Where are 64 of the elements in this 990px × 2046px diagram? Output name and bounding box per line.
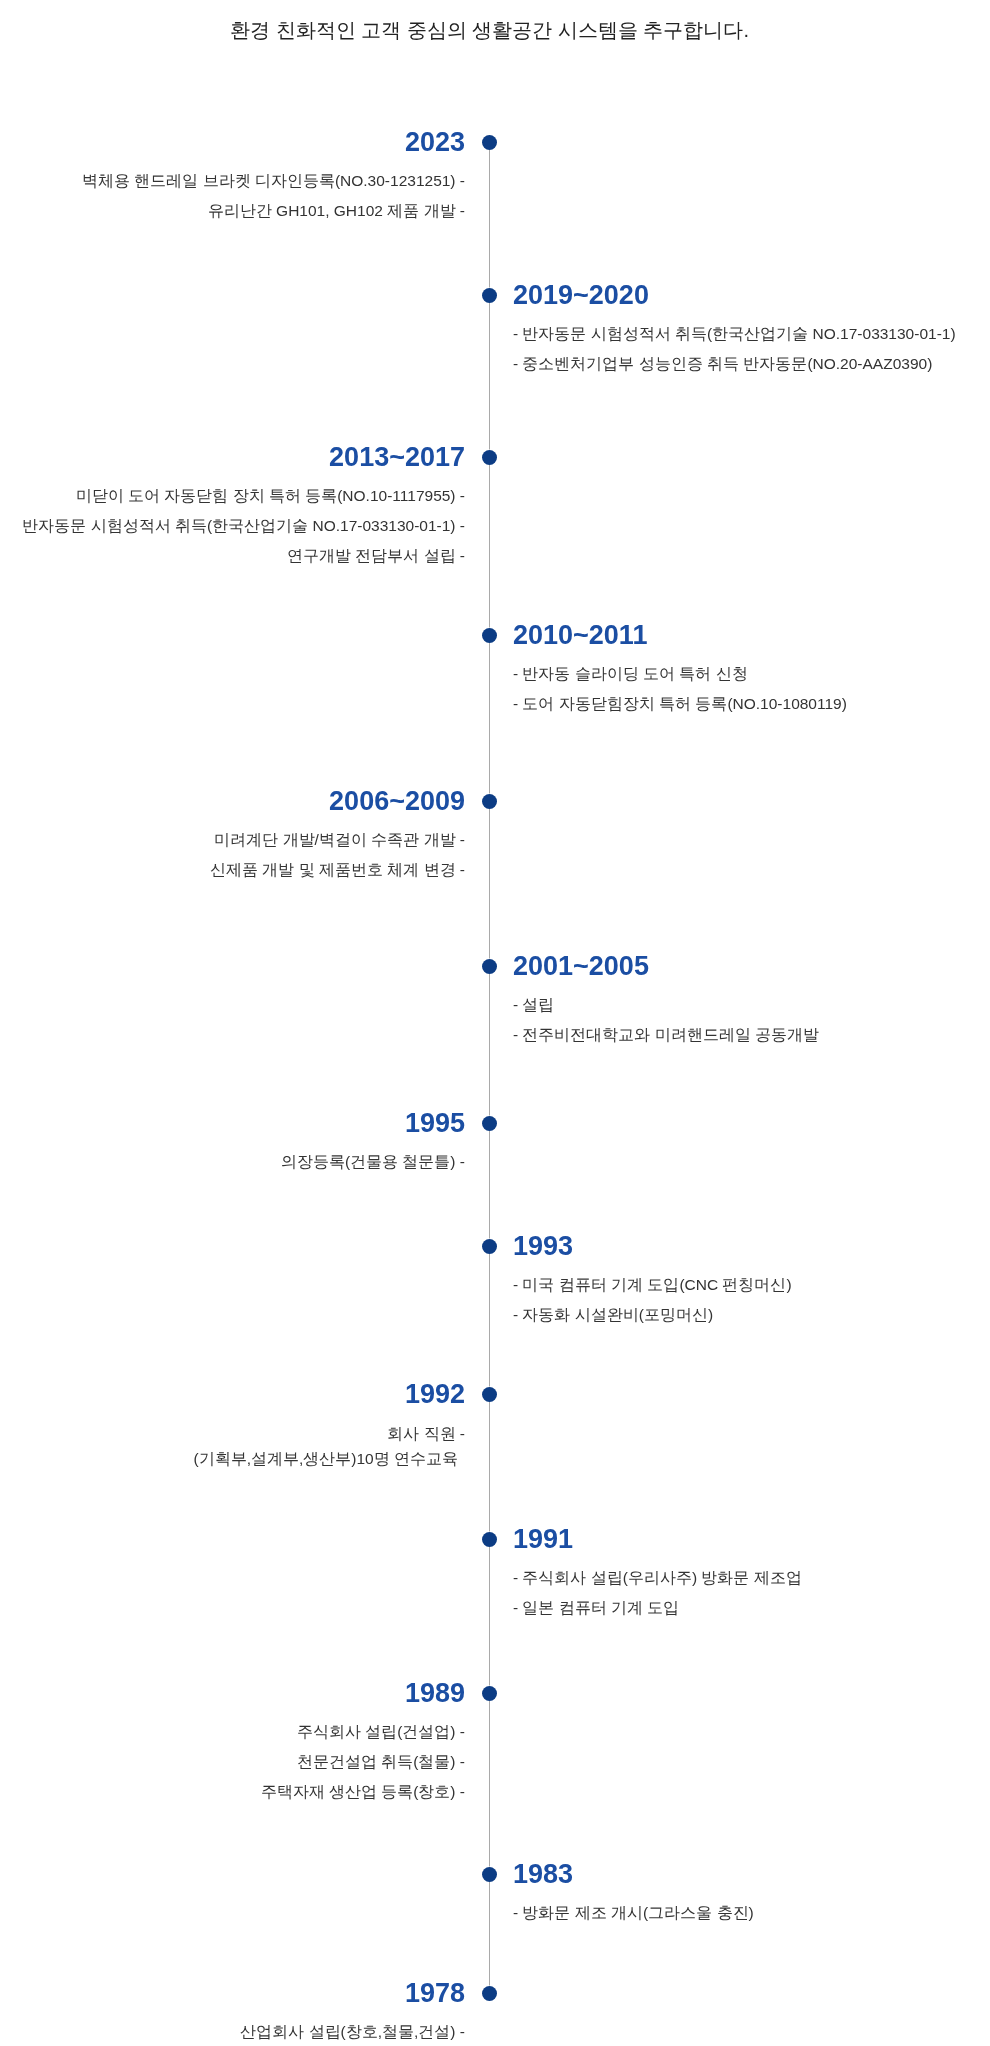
event-text: - 설립 xyxy=(513,995,555,1015)
year-label: 1978 xyxy=(404,1977,465,2009)
timeline-line xyxy=(489,808,490,959)
timeline-dot xyxy=(482,1531,497,1547)
event-text: - 주식회사 설립(우리사주) 방화문 제조업 xyxy=(513,1568,802,1588)
year-label: 1995 xyxy=(404,1107,465,1139)
timeline-dot xyxy=(482,449,497,465)
event-text: - 도어 자동닫힘장치 특허 등록(NO.10-1080119) xyxy=(513,694,847,714)
year-label: 1989 xyxy=(404,1677,465,1709)
timeline-line xyxy=(489,1130,490,1239)
event-text: - 반자동문 시험성적서 취득(한국산업기술 NO.17-033130-01-1) xyxy=(513,324,956,344)
event-text: - 중소벤처기업부 성능인증 취득 반자동문(NO.20-AAZ0390) xyxy=(513,354,933,374)
timeline-dot xyxy=(482,1866,497,1882)
event-text: - 방화문 제조 개시(그라스울 충진) xyxy=(513,1903,754,1923)
event-text: (기획부,설계부,생산부)10명 연수교육 xyxy=(193,1449,458,1469)
year-label: 2010~2011 xyxy=(513,619,648,651)
timeline-dot xyxy=(482,793,497,809)
event-text: 미닫이 도어 자동닫힘 장치 특허 등록(NO.10-1117955) - xyxy=(75,486,465,506)
timeline-dot xyxy=(482,287,497,303)
timeline-dot xyxy=(482,1985,497,2001)
timeline-line xyxy=(489,1401,490,1532)
year-label: 2023 xyxy=(404,126,465,158)
event-text: 연구개발 전담부서 설립 - xyxy=(286,546,465,566)
event-text: - 미국 컴퓨터 기계 도입(CNC 펀칭머신) xyxy=(513,1275,792,1295)
timeline-line xyxy=(489,1546,490,1686)
event-text: 의장등록(건물용 철문틀) - xyxy=(280,1152,465,1172)
year-label: 2001~2005 xyxy=(513,950,649,982)
event-text: 회사 직원 - xyxy=(387,1424,465,1444)
event-text: 신제품 개발 및 제품번호 체계 변경 - xyxy=(210,860,465,880)
timeline-dot xyxy=(482,958,497,974)
event-text: - 일본 컴퓨터 기계 도입 xyxy=(513,1598,680,1618)
event-text: 주택자재 생산업 등록(창호) - xyxy=(260,1782,465,1802)
year-label: 1992 xyxy=(404,1378,465,1410)
timeline-line xyxy=(489,149,490,288)
timeline-dot xyxy=(482,1115,497,1131)
timeline-line xyxy=(489,973,490,1116)
timeline-line xyxy=(489,1700,490,1867)
year-label: 1993 xyxy=(513,1230,574,1262)
title: 환경 친화적인 고객 중심의 생활공간 시스템을 추구합니다. xyxy=(230,18,749,43)
timeline-line xyxy=(489,642,490,794)
event-text: 미려계단 개발/벽걸이 수족관 개발 - xyxy=(214,830,465,850)
timeline-dot xyxy=(482,134,497,150)
timeline-dot xyxy=(482,627,497,643)
event-text: - 반자동 슬라이딩 도어 특허 신청 xyxy=(513,664,748,684)
event-text: 반자동문 시험성적서 취득(한국산업기술 NO.17-033130-01-1) - xyxy=(22,516,465,536)
event-text: 벽체용 핸드레일 브라켓 디자인등록(NO.30-1231251) - xyxy=(82,171,465,191)
year-label: 2013~2017 xyxy=(329,441,465,473)
year-label: 2006~2009 xyxy=(329,785,465,817)
event-text: - 전주비전대학교와 미려핸드레일 공동개발 xyxy=(513,1025,820,1045)
year-label: 1983 xyxy=(513,1858,574,1890)
timeline-line xyxy=(489,464,490,628)
timeline-dot xyxy=(482,1386,497,1402)
event-text: 주식회사 설립(건설업) - xyxy=(296,1722,465,1742)
timeline-line xyxy=(489,1881,490,1986)
timeline-line xyxy=(489,1253,490,1387)
year-label: 1991 xyxy=(513,1523,574,1555)
timeline-dot xyxy=(482,1685,497,1701)
year-label: 2019~2020 xyxy=(513,279,649,311)
timeline-dot xyxy=(482,1238,497,1254)
timeline-line xyxy=(489,302,490,450)
event-text: 유리난간 GH101, GH102 제품 개발 - xyxy=(207,201,465,221)
event-text: - 자동화 시설완비(포밍머신) xyxy=(513,1305,714,1325)
event-text: 천문건설업 취득(철물) - xyxy=(296,1752,465,1772)
event-text: 산업회사 설립(창호,철물,건설) - xyxy=(240,2022,465,2042)
